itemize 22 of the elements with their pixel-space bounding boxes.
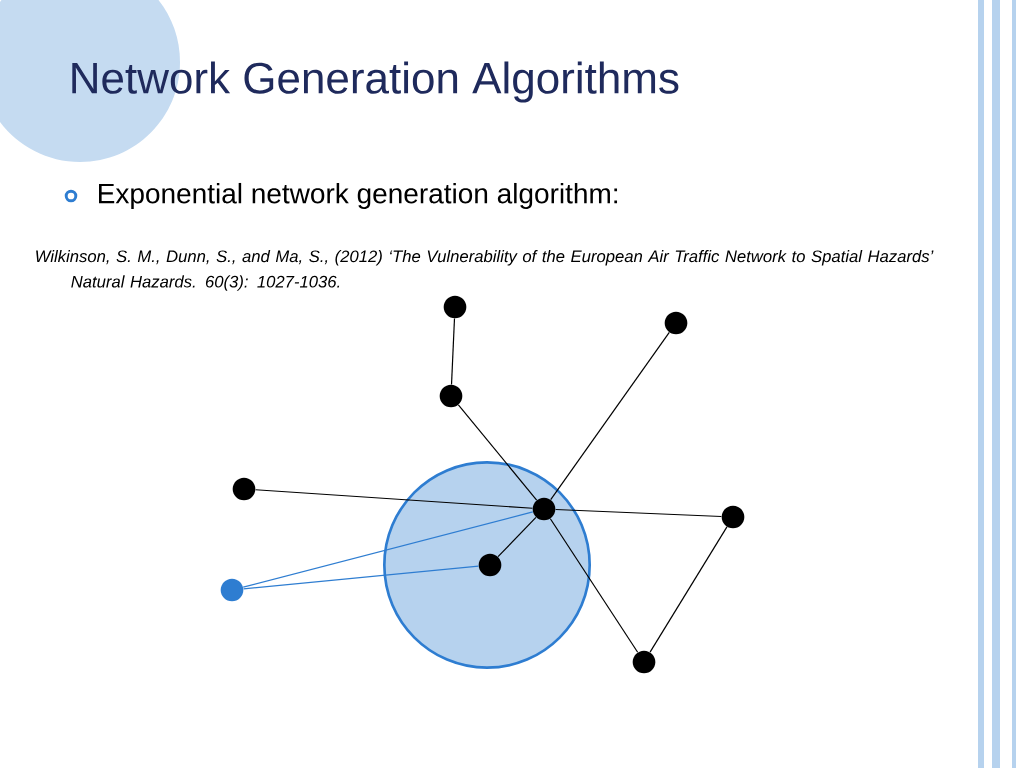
graph-node bbox=[532, 497, 556, 521]
graph-node bbox=[721, 505, 745, 529]
edge-line bbox=[550, 331, 670, 501]
graph-node bbox=[478, 553, 502, 577]
edge-line bbox=[457, 404, 538, 501]
edge-line bbox=[549, 518, 639, 653]
slide-title: Network Generation Algorithms bbox=[72, 61, 679, 103]
bullet-text: Exponential network generation algorithm: bbox=[99, 182, 618, 210]
graph-node bbox=[220, 578, 244, 602]
graph-node bbox=[232, 477, 256, 501]
edge-line bbox=[649, 526, 728, 653]
graph-node bbox=[664, 311, 688, 335]
edge-line bbox=[450, 317, 456, 385]
edge-line bbox=[242, 565, 480, 590]
edge-line bbox=[555, 508, 722, 518]
citation: Wilkinson, S. M., Dunn, S., and Ma, S., (2012) ‘The Vulnerability of the European Air Traffic Network to Spatial Hazards’ Natural Hazards. 60(3): 1027-1036. bbox=[36, 250, 934, 291]
edge-line bbox=[255, 489, 534, 509]
graph-node bbox=[443, 295, 467, 319]
graph-node bbox=[632, 650, 656, 674]
edge-line bbox=[242, 511, 534, 588]
graph-node bbox=[439, 384, 463, 408]
edge-line bbox=[497, 516, 537, 558]
